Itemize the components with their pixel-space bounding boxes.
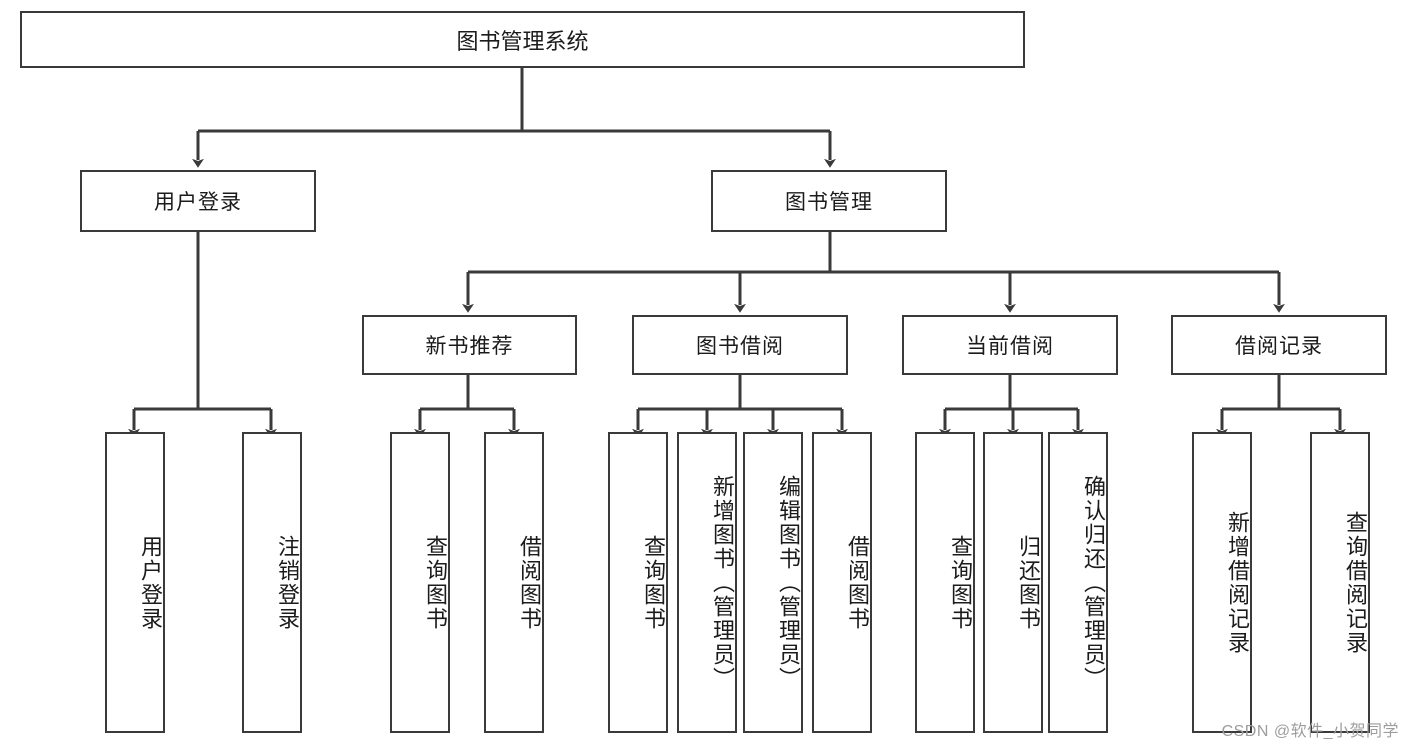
leaf-query-book-borrow[interactable]: 查询图书 [608,432,668,733]
node-label: 查询图书 [641,534,666,631]
leaf-confirm-return-admin[interactable]: 确认归还（管理员） [1048,432,1108,733]
leaf-user-login[interactable]: 用户登录 [105,432,165,733]
leaf-query-book-recommend[interactable]: 查询图书 [390,432,450,733]
node-label: 查询图书 [423,534,448,631]
node-current-borrow[interactable]: 当前借阅 [902,315,1118,375]
node-new-book-recommend[interactable]: 新书推荐 [362,315,577,375]
node-label: 注销登录 [275,534,300,631]
node-label: 图书借阅 [696,335,784,358]
node-label: 查询图书 [948,534,973,631]
node-label: 图书管理 [785,191,873,214]
leaf-edit-book-admin[interactable]: 编辑图书（管理员） [743,432,803,733]
node-label: 图书管理系统 [456,28,589,54]
node-label: 新增图书（管理员） [710,474,735,691]
node-root-system[interactable]: 图书管理系统 [20,11,1025,68]
leaf-return-book[interactable]: 归还图书 [983,432,1043,733]
node-label: 借阅记录 [1235,335,1323,358]
leaf-add-borrow-record[interactable]: 新增借阅记录 [1192,432,1252,733]
node-label: 查询借阅记录 [1343,510,1368,655]
node-label: 归还图书 [1016,534,1041,631]
node-label: 新增借阅记录 [1225,510,1250,655]
node-book-management[interactable]: 图书管理 [711,170,947,232]
leaf-borrow-book[interactable]: 借阅图书 [812,432,872,733]
node-label: 编辑图书（管理员） [776,474,801,691]
node-user-login[interactable]: 用户登录 [80,170,316,232]
leaf-logout[interactable]: 注销登录 [242,432,302,733]
leaf-query-book-current[interactable]: 查询图书 [915,432,975,733]
leaf-query-borrow-record[interactable]: 查询借阅记录 [1310,432,1370,733]
node-label: 用户登录 [138,534,163,631]
node-borrow-records[interactable]: 借阅记录 [1171,315,1387,375]
node-label: 新书推荐 [425,335,514,358]
node-book-borrow[interactable]: 图书借阅 [632,315,848,375]
node-label: 用户登录 [154,191,242,214]
leaf-borrow-book-recommend[interactable]: 借阅图书 [484,432,544,733]
node-label: 借阅图书 [517,534,542,631]
node-label: 确认归还（管理员） [1081,474,1106,691]
csdn-watermark: CSDN @软件_小贺同学 [1221,723,1399,740]
leaf-add-book-admin[interactable]: 新增图书（管理员） [677,432,737,733]
node-label: 当前借阅 [966,335,1054,358]
node-label: 借阅图书 [845,534,870,631]
